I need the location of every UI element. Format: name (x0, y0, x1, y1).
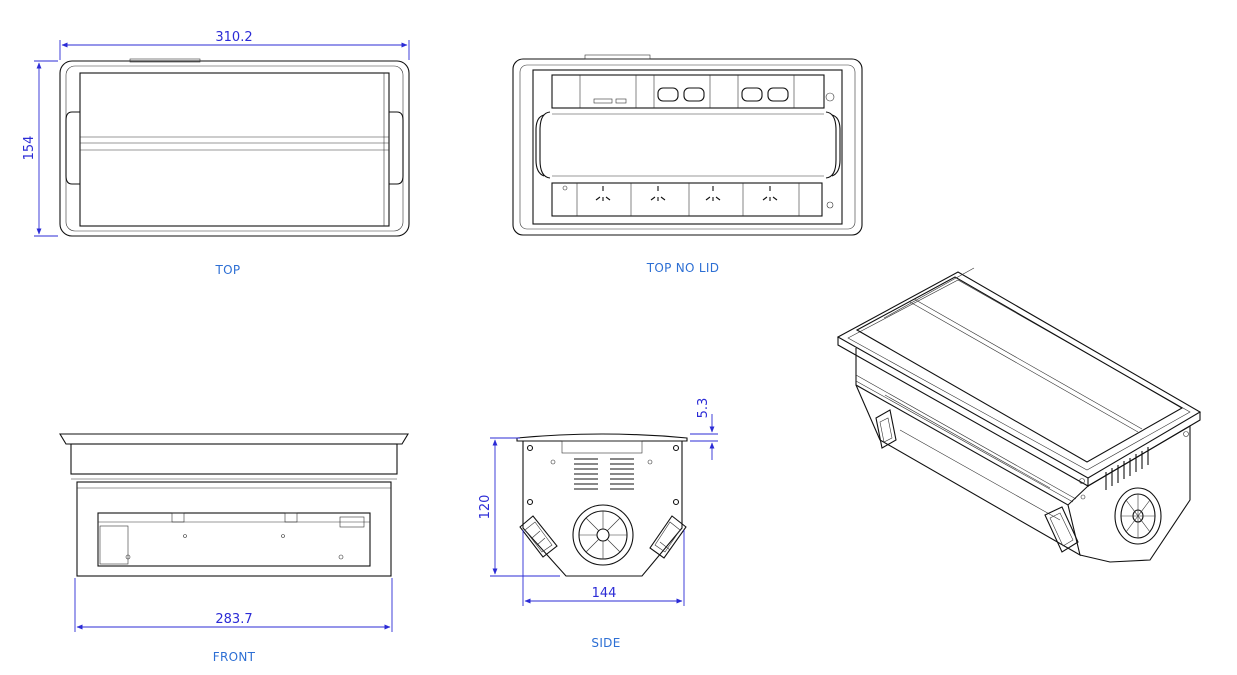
data-port-icon (657, 87, 705, 102)
right-module (649, 515, 687, 559)
front-view-label: FRONT (213, 650, 256, 664)
top-height-dimension: 154 (22, 60, 58, 237)
top-width-dimension: 310.2 (59, 30, 410, 60)
power-socket-icon (762, 186, 778, 201)
vent-slots (1105, 447, 1149, 490)
side-view (516, 433, 688, 577)
side-width-label: 144 (592, 586, 617, 601)
lip-thickness-label: 5.3 (696, 398, 711, 419)
data-port-icon (741, 87, 789, 102)
top-view (59, 58, 410, 237)
front-view (59, 433, 409, 577)
top-height-label: 154 (22, 136, 37, 161)
left-module (519, 515, 558, 558)
upper-module-row (551, 74, 835, 109)
power-socket-icon (595, 186, 611, 201)
cable-grommet-icon (572, 504, 634, 566)
side-height-dimension: 120 (478, 437, 560, 577)
module-connector (1044, 506, 1079, 553)
top-width-label: 310.2 (215, 30, 252, 45)
vent-slots (574, 458, 634, 490)
top-no-lid-view (512, 54, 863, 236)
lip-thickness-dimension: 5.3 (690, 398, 718, 460)
socket-row (551, 182, 834, 217)
module-connector (875, 409, 897, 449)
cable-grommet-icon (1114, 487, 1162, 545)
power-socket-icon (650, 186, 666, 201)
top-view-label: TOP (215, 263, 241, 277)
side-height-label: 120 (478, 495, 493, 520)
side-width-dimension: 144 (522, 530, 685, 606)
front-width-dimension: 283.7 (74, 578, 393, 632)
power-socket-icon (705, 186, 721, 201)
top-no-lid-view-label: TOP NO LID (646, 261, 720, 275)
isometric-view (836, 267, 1202, 563)
side-view-label: SIDE (591, 636, 620, 650)
front-width-label: 283.7 (215, 612, 252, 627)
